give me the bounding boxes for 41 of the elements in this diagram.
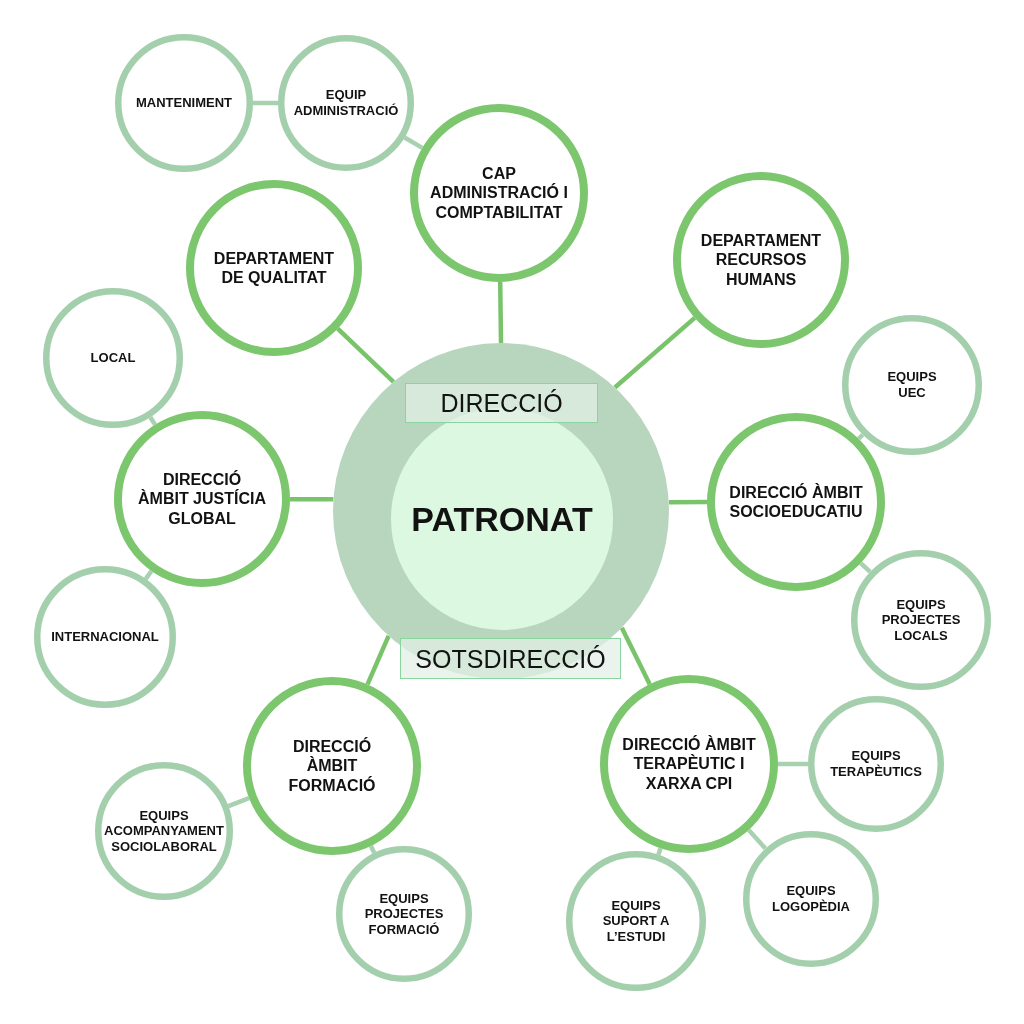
node-label: DIRECCIÓ ÀMBIT JUSTÍCIA GLOBAL	[137, 470, 267, 528]
node-label: EQUIP ADMINISTRACIÓ	[292, 87, 400, 119]
connector-line	[143, 569, 154, 581]
connector-line	[859, 561, 872, 574]
node-label: INTERNACIONAL	[50, 629, 160, 645]
node-label: MANTENIMENT	[134, 95, 233, 111]
connector-line	[368, 845, 377, 854]
node-label: DIRECCIÓ ÀMBIT SOCIOEDUCATIU	[728, 482, 864, 522]
node-label: CAP ADMINISTRACIÓ I COMPTABILITAT	[429, 164, 569, 222]
connector-line	[227, 796, 250, 809]
connector-line	[336, 327, 396, 384]
node-label: EQUIPS LOGOPÈDIA	[771, 883, 851, 915]
node-label: LOCAL	[89, 350, 137, 366]
node-label: EQUIPS PROJECTES LOCALS	[880, 596, 962, 644]
node-label: EQUIPS PROJECTES FORMACIÓ	[363, 890, 445, 938]
connector-line	[497, 281, 504, 344]
node-label: DIRECCIÓ ÀMBIT TERAPÈUTIC I XARXA CPI	[621, 735, 757, 793]
label-banner	[400, 638, 621, 679]
node-label: SOTSDIRECCIÓ	[415, 643, 606, 674]
node-label: EQUIPS TERAPÈUTICS	[829, 748, 923, 780]
node-label: DIRECCIÓ	[440, 388, 563, 418]
node-label: EQUIPS ACOMPANYAMENT SOCIOLABORAL	[103, 807, 225, 855]
node-label: PATRONAT	[410, 498, 594, 540]
connector-line	[613, 316, 697, 390]
connector-line	[857, 433, 865, 441]
node-label: DIRECCIÓ ÀMBIT FORMACIÓ	[287, 737, 377, 795]
connector-line	[365, 634, 391, 686]
node-label: DEPARTAMENT DE QUALITAT	[212, 248, 336, 288]
node-label: EQUIPS SUPORT A L’ESTUDI	[601, 897, 671, 945]
connector-line	[656, 847, 663, 856]
connector-line	[253, 100, 278, 106]
connector-line	[290, 496, 334, 502]
node-label: EQUIPS UEC	[886, 369, 938, 401]
connector-line	[403, 135, 424, 150]
connector-line	[619, 626, 652, 686]
node-label: DEPARTAMENT RECURSOS HUMANS	[699, 231, 823, 289]
connector-line	[747, 828, 768, 850]
connector-line	[148, 416, 157, 426]
connector-line	[778, 761, 808, 767]
connector-line	[668, 499, 707, 505]
label-banner	[405, 383, 598, 423]
